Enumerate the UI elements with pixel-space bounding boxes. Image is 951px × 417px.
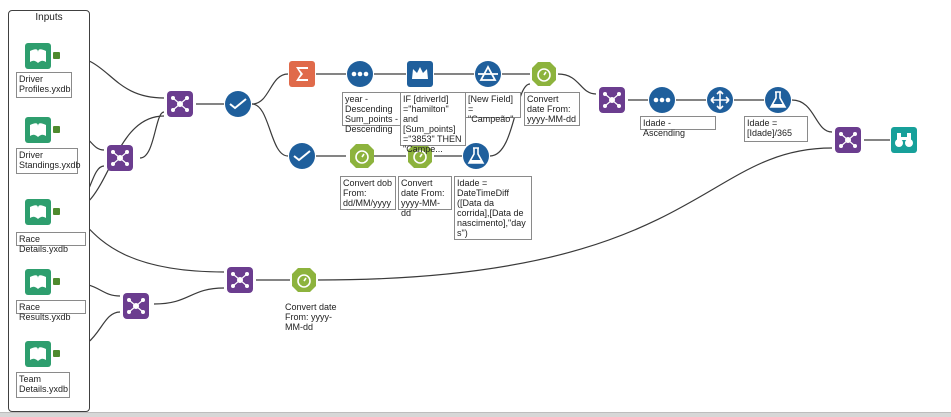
multi-row-formula-tool[interactable] <box>406 60 434 88</box>
move-arrows-icon <box>707 87 733 113</box>
book-icon <box>25 117 51 143</box>
stopwatch-icon <box>532 62 556 86</box>
connection-line <box>153 287 225 305</box>
connection-line <box>251 103 289 157</box>
annotation-convert-date-mid: Convert date From: yyyy-MM-dd <box>398 176 452 218</box>
annotation-sort-year: year - Descending Sum_points - Descendin… <box>342 92 404 134</box>
formula-tool-idade[interactable] <box>764 86 792 114</box>
annotation-driver-standings: Driver Standings.yxdb <box>16 148 81 174</box>
datetime-tool-top[interactable] <box>530 60 558 88</box>
join-icon <box>227 267 253 293</box>
input-tool-driver-standings[interactable] <box>24 116 52 144</box>
annotation-convert-date-bottom: Convert date From: yyyy-MM-dd <box>282 300 342 334</box>
stopwatch-icon <box>292 268 316 292</box>
sort-dots-icon <box>649 87 675 113</box>
connection-line <box>489 83 531 157</box>
book-icon <box>25 199 51 225</box>
sigma-icon <box>289 61 315 87</box>
summarize-tool[interactable] <box>288 60 316 88</box>
join-tool-standings-race[interactable] <box>106 144 134 172</box>
container-title: Inputs <box>35 12 63 23</box>
sort-dots-icon <box>347 61 373 87</box>
input-tool-team-details[interactable] <box>24 340 52 368</box>
crown-icon <box>407 61 433 87</box>
output-anchor[interactable] <box>53 208 60 215</box>
input-tool-race-results[interactable] <box>24 268 52 296</box>
datetime-tool-bottom[interactable] <box>290 266 318 294</box>
join-tool-final[interactable] <box>834 126 862 154</box>
sort-tool-idade[interactable] <box>648 86 676 114</box>
input-tool-race-details[interactable] <box>24 198 52 226</box>
annotation-convert-date-top: Convert date From: yyyy-MM-dd <box>524 92 580 126</box>
flask-icon <box>765 87 791 113</box>
connection-line <box>139 111 165 159</box>
book-icon <box>25 43 51 69</box>
join-tool-results-team[interactable] <box>122 292 150 320</box>
checkmark-filter-icon <box>289 143 315 169</box>
join-tool-race-results[interactable] <box>226 266 254 294</box>
annotation-race-results: Race Results.yxdb <box>16 300 86 322</box>
annotation-filter-hamilton: IF [driverId] ="hamilton" and [Sum_point… <box>400 92 466 154</box>
join-icon <box>835 127 861 153</box>
stopwatch-icon <box>350 144 374 168</box>
find-replace-tool[interactable] <box>474 60 502 88</box>
annotation-idade-formula: Idade = [Idade]/365 <box>744 116 808 142</box>
book-icon <box>25 269 51 295</box>
connection-line <box>791 99 833 133</box>
output-anchor[interactable] <box>53 278 60 285</box>
annotation-driver-profiles: Driver Profiles.yxdb <box>16 72 72 98</box>
datetime-tool-mid[interactable] <box>406 142 434 170</box>
connection-line <box>317 147 833 281</box>
connection-line <box>557 73 597 95</box>
annotation-datetime-diff: Idade = DateTimeDiff ([Data da corrida],… <box>454 176 532 240</box>
triangle-icon <box>475 61 501 87</box>
annotation-convert-dob: Convert dob From: dd/MM/yyyy <box>340 176 396 210</box>
join-icon <box>107 145 133 171</box>
stopwatch-icon <box>408 144 432 168</box>
input-tool-driver-profiles[interactable] <box>24 42 52 70</box>
join-icon <box>123 293 149 319</box>
filter-tool-2[interactable] <box>288 142 316 170</box>
book-icon <box>25 341 51 367</box>
annotation-race-details: Race Details.yxdb <box>16 232 86 254</box>
browse-tool[interactable] <box>890 126 918 154</box>
formula-tool-datediff[interactable] <box>462 142 490 170</box>
flask-icon <box>463 143 489 169</box>
filter-tool[interactable] <box>224 90 252 118</box>
select-tool[interactable] <box>706 86 734 114</box>
annotation-new-field: [New Field] = "Campeão" <box>465 92 521 124</box>
horizontal-scrollbar[interactable] <box>0 412 951 417</box>
checkmark-filter-icon <box>225 91 251 117</box>
annotation-team-details: Team Details.yxdb <box>16 372 70 398</box>
join-tool-right[interactable] <box>598 86 626 114</box>
annotation-sort-idade: Idade - Ascending <box>640 116 716 138</box>
output-anchor[interactable] <box>53 52 60 59</box>
sort-tool-year[interactable] <box>346 60 374 88</box>
output-anchor[interactable] <box>53 126 60 133</box>
output-anchor[interactable] <box>53 350 60 357</box>
join-icon <box>167 91 193 117</box>
datetime-tool-dob[interactable] <box>348 142 376 170</box>
connection-line <box>251 73 289 105</box>
binoculars-icon <box>891 127 917 153</box>
join-tool-driver-race[interactable] <box>166 90 194 118</box>
join-icon <box>599 87 625 113</box>
